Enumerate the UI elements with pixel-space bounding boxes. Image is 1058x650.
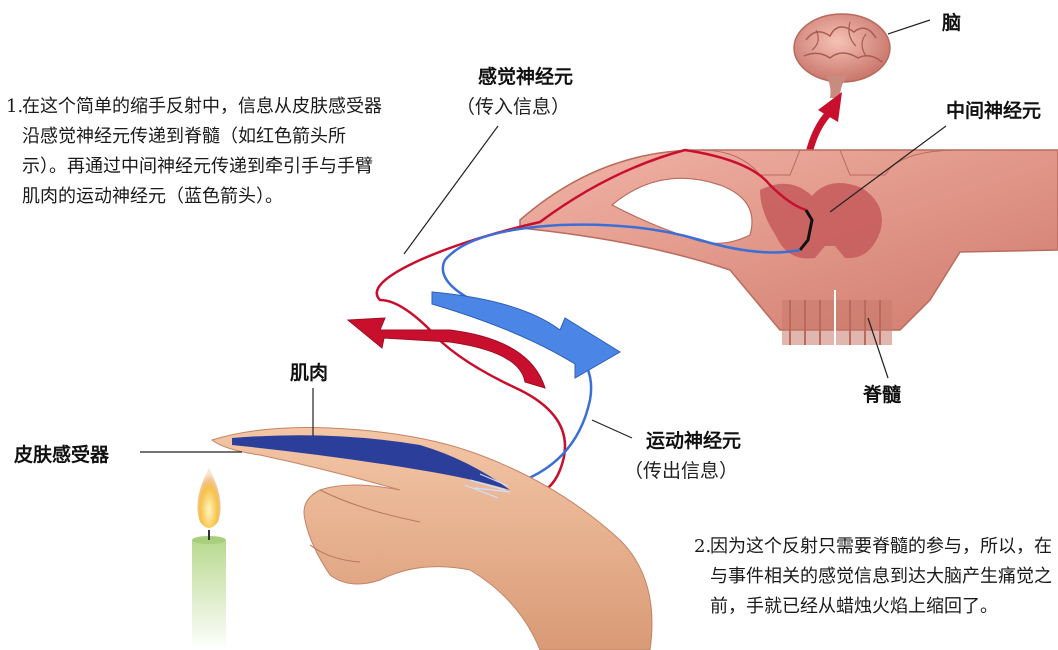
caption-one-number: 1.: [6, 92, 23, 122]
brain-label: 脑: [942, 8, 961, 35]
muscle-label: 肌肉: [290, 358, 328, 385]
interneuron-label: 中间神经元: [946, 96, 1041, 123]
brain-leader-line: [888, 20, 930, 34]
motor-neuron-label: 运动神经元: [646, 426, 741, 453]
caption-one: 1. 在这个简单的缩手反射中，信息从皮肤感受器沿感觉神经元传递到脊髓（如红色箭头…: [6, 92, 390, 212]
caption-two-number: 2.: [694, 532, 711, 562]
caption-two: 2. 因为这个反射只需要脊髓的参与，所以，在与事件相关的感觉信息到达大脑产生痛觉…: [694, 532, 1056, 622]
sensory-leader: [404, 126, 498, 254]
motor-neuron-sublabel: （传出信息）: [624, 456, 738, 483]
caption-one-text: 在这个简单的缩手反射中，信息从皮肤感受器沿感觉神经元传递到脊髓（如红色箭头所示）…: [22, 92, 390, 212]
motor-leader: [592, 420, 632, 438]
sensory-neuron-label: 感觉神经元: [478, 62, 573, 89]
caption-two-text: 因为这个反射只需要脊髓的参与，所以，在与事件相关的感觉信息到达大脑产生痛觉之前，…: [710, 532, 1056, 622]
sensory-neuron-sublabel: （传入信息）: [456, 92, 570, 119]
brain-icon: [794, 14, 890, 98]
spinal-cord-label: 脊髓: [863, 380, 901, 407]
candle-icon: [192, 468, 226, 650]
skin-receptor-label: 皮肤感受器: [14, 440, 109, 467]
spinal-cord-icon: [520, 150, 1058, 345]
